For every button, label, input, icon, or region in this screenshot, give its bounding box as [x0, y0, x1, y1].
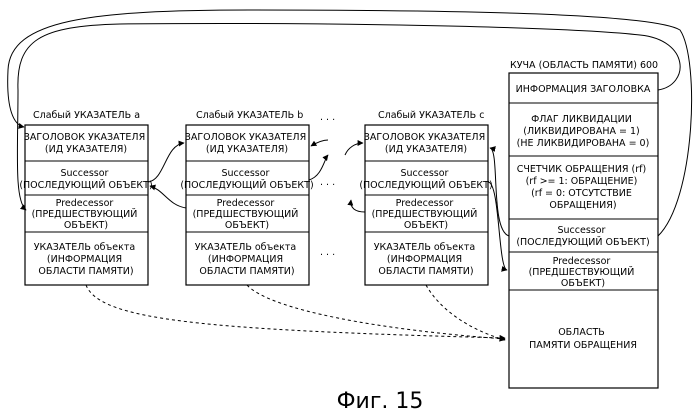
ellipsis-middle: · · ·: [320, 180, 335, 191]
connector-b-successor-out: [309, 155, 328, 180]
weak-pointer-c-object-pointer: УКАЗАТЕЛЬ объекта (ИНФОРМАЦИЯ ОБЛАСТИ ПА…: [374, 242, 478, 277]
connector-c-predecessor-out: [351, 200, 365, 212]
weak-pointer-b-object-pointer: УКАЗАТЕЛЬ объекта (ИНФОРМАЦИЯ ОБЛАСТИ ПА…: [195, 242, 299, 277]
ellipsis-top: · · ·: [320, 115, 335, 126]
weak-pointer-b-title: Слабый УКАЗАТЕЛЬ b: [196, 110, 303, 121]
connector-b-object-to-heap: [247, 285, 505, 339]
connector-c-successor-to-heap: [488, 182, 507, 270]
heap-liquidation-flag: ФЛАГ ЛИКВИДАЦИИ (ЛИКВИДИРОВАНА = 1) (НЕ …: [517, 114, 650, 149]
figure-caption: Фиг. 15: [337, 389, 424, 414]
connector-c-object-to-heap: [426, 285, 505, 340]
weak-pointer-a-title: Слабый УКАЗАТЕЛЬ a: [33, 110, 140, 121]
weak-pointer-c: Слабый УКАЗАТЕЛЬ c ЗАГОЛОВОК УКАЗАТЕЛЯ (…: [359, 110, 492, 285]
heap-title: КУЧА (ОБЛАСТЬ ПАМЯТИ) 600: [510, 60, 658, 71]
heap-600: КУЧА (ОБЛАСТЬ ПАМЯТИ) 600 ИНФОРМАЦИЯ ЗАГ…: [509, 60, 658, 388]
ellipsis-bottom: · · ·: [320, 250, 335, 261]
weak-pointer-a-object-pointer: УКАЗАТЕЛЬ объекта (ИНФОРМАЦИЯ ОБЛАСТИ ПА…: [34, 242, 138, 277]
connector-b-header-in: [311, 140, 328, 146]
weak-pointer-a: Слабый УКАЗАТЕЛЬ a ЗАГОЛОВОК УКАЗАТЕЛЯ (…: [19, 110, 152, 285]
weak-pointer-b: Слабый УКАЗАТЕЛЬ b ЗАГОЛОВОК УКАЗАТЕЛЯ (…: [180, 110, 313, 285]
connector-a-object-to-heap: [86, 285, 505, 338]
heap-header-info: ИНФОРМАЦИЯ ЗАГОЛОВКА: [516, 84, 651, 95]
weak-pointer-c-title: Слабый УКАЗАТЕЛЬ c: [378, 110, 484, 121]
connector-heap-successor-to-c: [490, 148, 509, 236]
connector-a-successor-to-b: [148, 143, 184, 182]
connector-c-header-in: [345, 143, 363, 155]
